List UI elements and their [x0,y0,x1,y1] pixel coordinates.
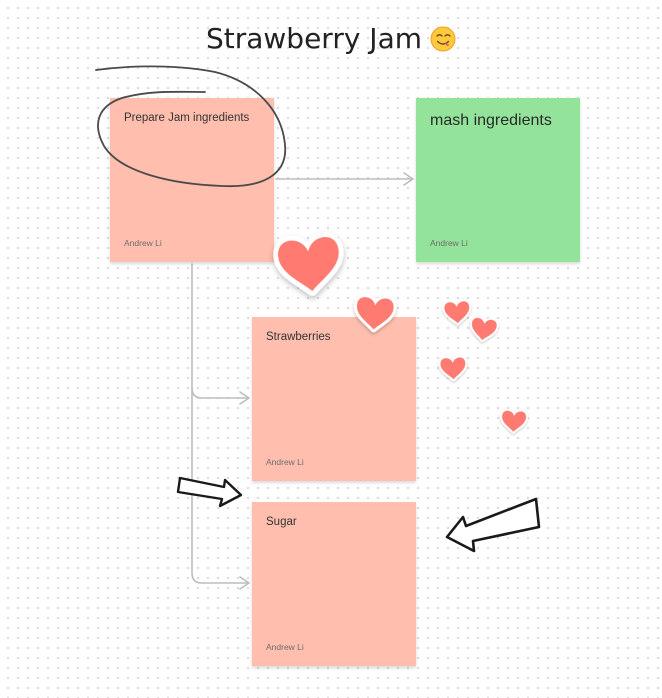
sticky-note-text: Sugar [266,516,297,528]
sticky-note-text: Prepare Jam ingredients [124,112,250,124]
connector-arrowhead [403,172,414,186]
lasso-circle-drawing[interactable] [95,65,286,188]
hand-drawn-arrow-right[interactable] [176,476,243,508]
sticky-note-strawberries[interactable]: Strawberries Andrew Li [252,317,416,481]
sticky-note-prepare[interactable]: Prepare Jam ingredients Andrew Li [110,98,274,262]
sticky-note-author: Andrew Li [124,238,162,248]
connector-prepare-to-sugar[interactable] [191,387,249,584]
sticky-note-author: Andrew Li [430,238,468,248]
heart-sticker[interactable] [355,297,394,331]
heart-sticker[interactable] [467,315,500,344]
board-title[interactable]: Strawberry Jam [0,22,662,55]
yum-face-icon [430,26,456,51]
heart-sticker[interactable] [499,408,529,435]
connector-arrowhead [239,576,250,590]
sticky-note-author: Andrew Li [266,642,304,652]
sticky-note-text: Strawberries [266,331,331,343]
heart-sticker[interactable] [442,298,473,327]
sticky-note-author: Andrew Li [266,457,304,467]
hand-drawn-arrow-left[interactable] [445,497,541,553]
connector-arrowhead [239,391,250,405]
board-title-text: Strawberry Jam [205,22,422,55]
sticky-note-sugar[interactable]: Sugar Andrew Li [252,502,416,666]
sticky-note-mash[interactable]: mash ingredients Andrew Li [416,98,580,262]
heart-sticker[interactable] [438,355,469,382]
heart-sticker[interactable] [277,236,343,295]
sticky-note-text: mash ingredients [430,112,552,129]
